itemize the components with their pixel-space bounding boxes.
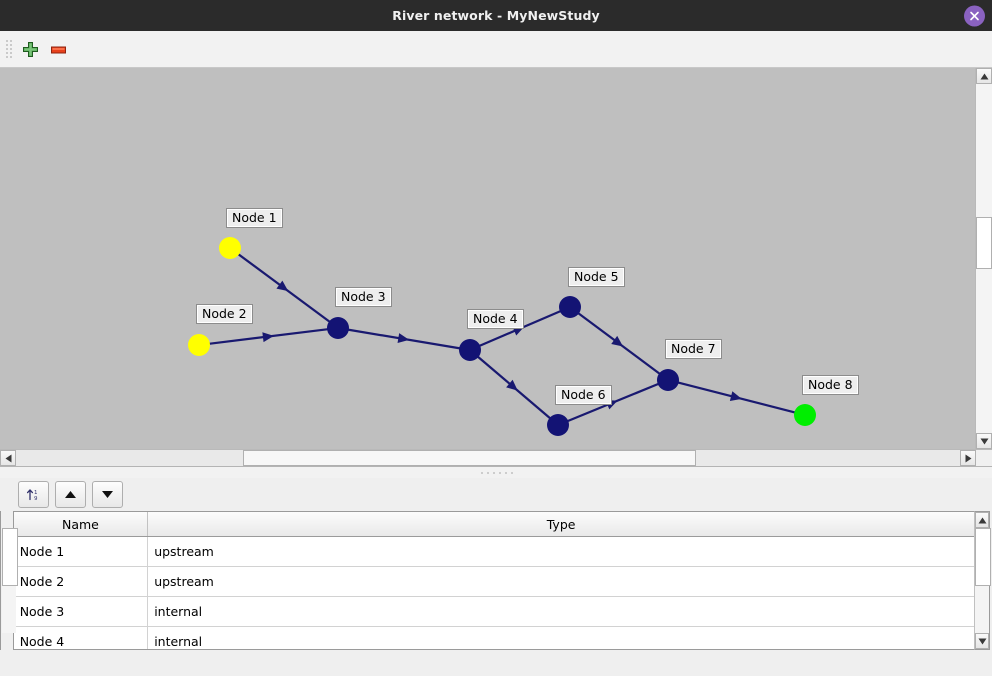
graph-node-label[interactable]: Node 3 <box>335 287 392 307</box>
scroll-right-button[interactable] <box>960 450 976 466</box>
remove-minus-icon <box>50 46 66 53</box>
graph-node[interactable] <box>547 414 569 436</box>
graph-vertical-scrollbar[interactable] <box>975 68 992 449</box>
graph-edges <box>208 253 796 423</box>
table-cell[interactable]: Node 3 <box>13 596 149 627</box>
arrow-up-icon <box>64 491 76 498</box>
node-panel-footer <box>12 650 992 676</box>
graph-node-label[interactable]: Node 6 <box>555 385 612 405</box>
table-cell[interactable]: internal <box>147 626 974 649</box>
graph-node[interactable] <box>219 237 241 259</box>
table-cell[interactable]: Node 4 <box>13 626 149 649</box>
splitter-grip <box>479 471 513 474</box>
branch-scroll-thumb[interactable] <box>2 528 18 586</box>
branch-scroll-track[interactable] <box>2 528 18 633</box>
caret-up-icon <box>980 73 988 79</box>
node-scroll-up-button[interactable] <box>975 512 989 528</box>
main-toolbar <box>0 31 992 68</box>
graph-horizontal-scrollbar[interactable] <box>0 449 992 466</box>
caret-up-icon <box>978 517 986 523</box>
graph-nodes <box>188 237 816 436</box>
table-cell[interactable]: upstream <box>147 536 974 567</box>
caret-right-icon <box>965 454 971 462</box>
node-panel-toolbar: 1 9 <box>12 478 992 511</box>
toolbar-drag-handle[interactable] <box>4 38 13 60</box>
network-graph-pane: Node 1 Node 2 Node 3 Node 4 Node 5 Node 6 Node… <box>0 68 992 466</box>
network-graph-svg <box>188 237 816 436</box>
edge-arrowhead <box>506 379 518 391</box>
graph-node-label[interactable]: Node 2 <box>196 304 253 324</box>
graph-node-label[interactable]: Node 8 <box>802 375 859 395</box>
node-sort-button[interactable]: 1 9 <box>17 481 49 508</box>
horizontal-splitter[interactable] <box>0 466 992 478</box>
add-node-button[interactable] <box>16 35 44 63</box>
graph-hscroll-thumb[interactable] <box>242 450 696 466</box>
table-cell[interactable]: internal <box>147 596 974 627</box>
window-title: River network - MyNewStudy <box>392 8 600 23</box>
edge-arrowhead <box>729 391 742 401</box>
edge-arrowhead <box>611 335 624 347</box>
table-cell[interactable]: Node 2 <box>13 566 149 597</box>
edge-arrowhead <box>276 280 289 292</box>
caret-down-icon <box>980 438 988 444</box>
svg-text:1: 1 <box>34 490 38 496</box>
caret-down-icon <box>978 638 986 644</box>
tables-area: 1 9 <box>0 478 992 676</box>
close-button[interactable] <box>964 5 985 26</box>
graph-node-label[interactable]: Node 1 <box>226 208 283 228</box>
graph-node-label[interactable]: Node 4 <box>467 309 524 329</box>
branch-panel-footer <box>0 650 1 676</box>
close-icon <box>970 11 979 20</box>
graph-hscroll-track[interactable] <box>16 450 960 466</box>
table-cell[interactable]: Node 1 <box>13 536 149 567</box>
graph-node-label[interactable]: Node 7 <box>665 339 722 359</box>
add-plus-icon <box>22 41 38 57</box>
branch-table-scrollbar[interactable] <box>1 511 18 650</box>
graph-node[interactable] <box>657 369 679 391</box>
node-scroll-track[interactable] <box>975 528 991 633</box>
sort-icon: 1 9 <box>26 489 38 502</box>
svg-text:9: 9 <box>34 496 38 502</box>
scrollbar-corner <box>976 450 992 466</box>
graph-node[interactable] <box>794 404 816 426</box>
node-move-up-button[interactable] <box>54 481 86 508</box>
graph-node[interactable] <box>188 334 210 356</box>
graph-vscroll-thumb[interactable] <box>976 216 992 269</box>
node-scroll-down-button[interactable] <box>975 633 989 649</box>
edge-arrowhead <box>397 333 410 343</box>
column-header[interactable]: Type <box>147 512 974 537</box>
scroll-left-button[interactable] <box>0 450 16 466</box>
node-scroll-thumb[interactable] <box>975 528 991 586</box>
column-header[interactable]: Name <box>13 512 149 537</box>
arrow-down-icon <box>101 491 113 498</box>
graph-node[interactable] <box>327 317 349 339</box>
node-move-down-button[interactable] <box>91 481 123 508</box>
graph-vscroll-track[interactable] <box>976 84 992 433</box>
edge-arrowhead <box>262 332 274 343</box>
title-bar: River network - MyNewStudy <box>0 0 992 31</box>
caret-left-icon <box>5 454 11 462</box>
node-table-scrollbar[interactable] <box>974 511 991 650</box>
network-canvas[interactable]: Node 1 Node 2 Node 3 Node 4 Node 5 Node 6 Node… <box>0 68 975 449</box>
scroll-down-button[interactable] <box>976 433 992 449</box>
graph-node[interactable] <box>559 296 581 318</box>
node-table-panel: 1 9 <box>12 478 992 676</box>
graph-node-label[interactable]: Node 5 <box>568 267 625 287</box>
scroll-up-button[interactable] <box>976 68 992 84</box>
graph-node[interactable] <box>459 339 481 361</box>
table-cell[interactable]: upstream <box>147 566 974 597</box>
remove-node-button[interactable] <box>44 35 72 63</box>
